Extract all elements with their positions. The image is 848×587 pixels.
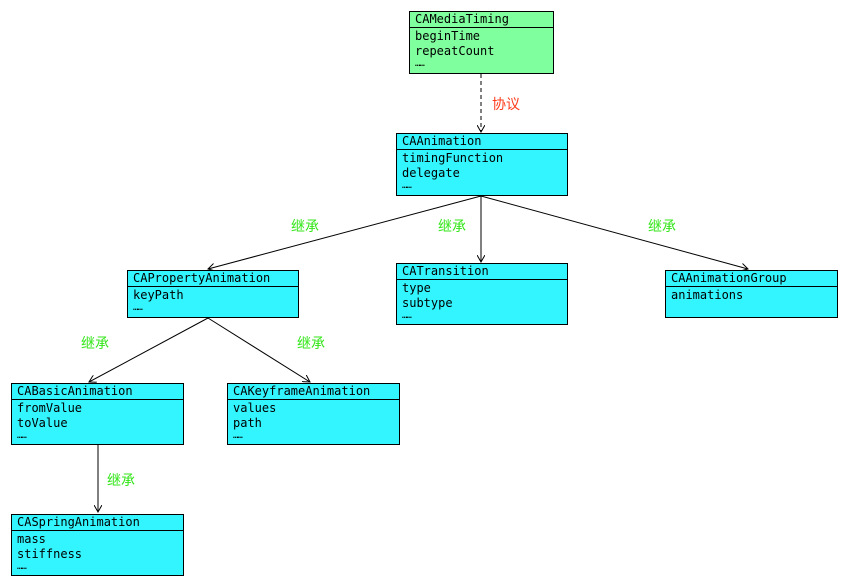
cakeyframeanimation-prop: values [233, 401, 277, 415]
caspringanimation-ellipsis: …… [17, 562, 27, 572]
catransition-box: CATransition type subtype …… [396, 263, 568, 325]
capropertyanimation-prop: keyPath [133, 288, 184, 302]
camediatiming-prop: beginTime [415, 29, 481, 43]
catransition-title: CATransition [397, 264, 567, 280]
inherit-label: 继承 [291, 219, 319, 235]
camediatiming-box: CAMediaTiming beginTime repeatCount …… [409, 11, 554, 74]
caanimationgroup-prop: animations [671, 288, 744, 302]
capropertyanimation-box: CAPropertyAnimation keyPath …… [127, 270, 299, 318]
capropertyanimation-ellipsis: …… [133, 303, 143, 313]
cabasicanimation-box: CABasicAnimation fromValue toValue …… [11, 383, 184, 445]
caanimation-prop: delegate [402, 166, 460, 180]
camediatiming-title: CAMediaTiming [410, 12, 553, 28]
caanimation-prop: timingFunction [402, 151, 504, 165]
caspringanimation-prop: stiffness [17, 547, 83, 561]
caanimation-box: CAAnimation timingFunction delegate …… [396, 133, 568, 196]
caspringanimation-prop: mass [17, 532, 46, 546]
inherit-label: 继承 [297, 336, 325, 352]
cakeyframeanimation-ellipsis: …… [233, 431, 243, 441]
inherit-connector-property [208, 195, 482, 269]
catransition-ellipsis: …… [402, 311, 412, 321]
catransition-prop: type [402, 281, 431, 295]
inherit-label: 继承 [107, 473, 135, 489]
cabasicanimation-prop: toValue [17, 416, 68, 430]
inherit-label: 继承 [648, 219, 676, 235]
cabasicanimation-ellipsis: …… [17, 431, 27, 441]
inherit-connector-keyframe [207, 317, 310, 382]
cakeyframeanimation-box: CAKeyframeAnimation values path …… [227, 383, 400, 445]
caspringanimation-box: CASpringAnimation mass stiffness …… [11, 514, 184, 576]
protocol-label: 协议 [492, 97, 520, 113]
cabasicanimation-prop: fromValue [17, 401, 83, 415]
caanimationgroup-title: CAAnimationGroup [666, 271, 837, 287]
camediatiming-prop: repeatCount [415, 44, 495, 58]
caspringanimation-title: CASpringAnimation [12, 515, 183, 531]
caanimation-ellipsis: …… [402, 181, 412, 191]
inherit-label: 继承 [438, 219, 466, 235]
cakeyframeanimation-prop: path [233, 416, 262, 430]
inherit-connector-group [480, 195, 748, 269]
capropertyanimation-title: CAPropertyAnimation [128, 271, 298, 287]
inherit-label: 继承 [81, 336, 109, 352]
cabasicanimation-title: CABasicAnimation [12, 384, 183, 400]
inherit-connector-basic [89, 317, 209, 382]
caanimationgroup-box: CAAnimationGroup animations [665, 270, 838, 318]
caanimation-title: CAAnimation [397, 134, 567, 150]
camediatiming-ellipsis: …… [415, 59, 425, 69]
cakeyframeanimation-title: CAKeyframeAnimation [228, 384, 399, 400]
catransition-prop: subtype [402, 296, 453, 310]
